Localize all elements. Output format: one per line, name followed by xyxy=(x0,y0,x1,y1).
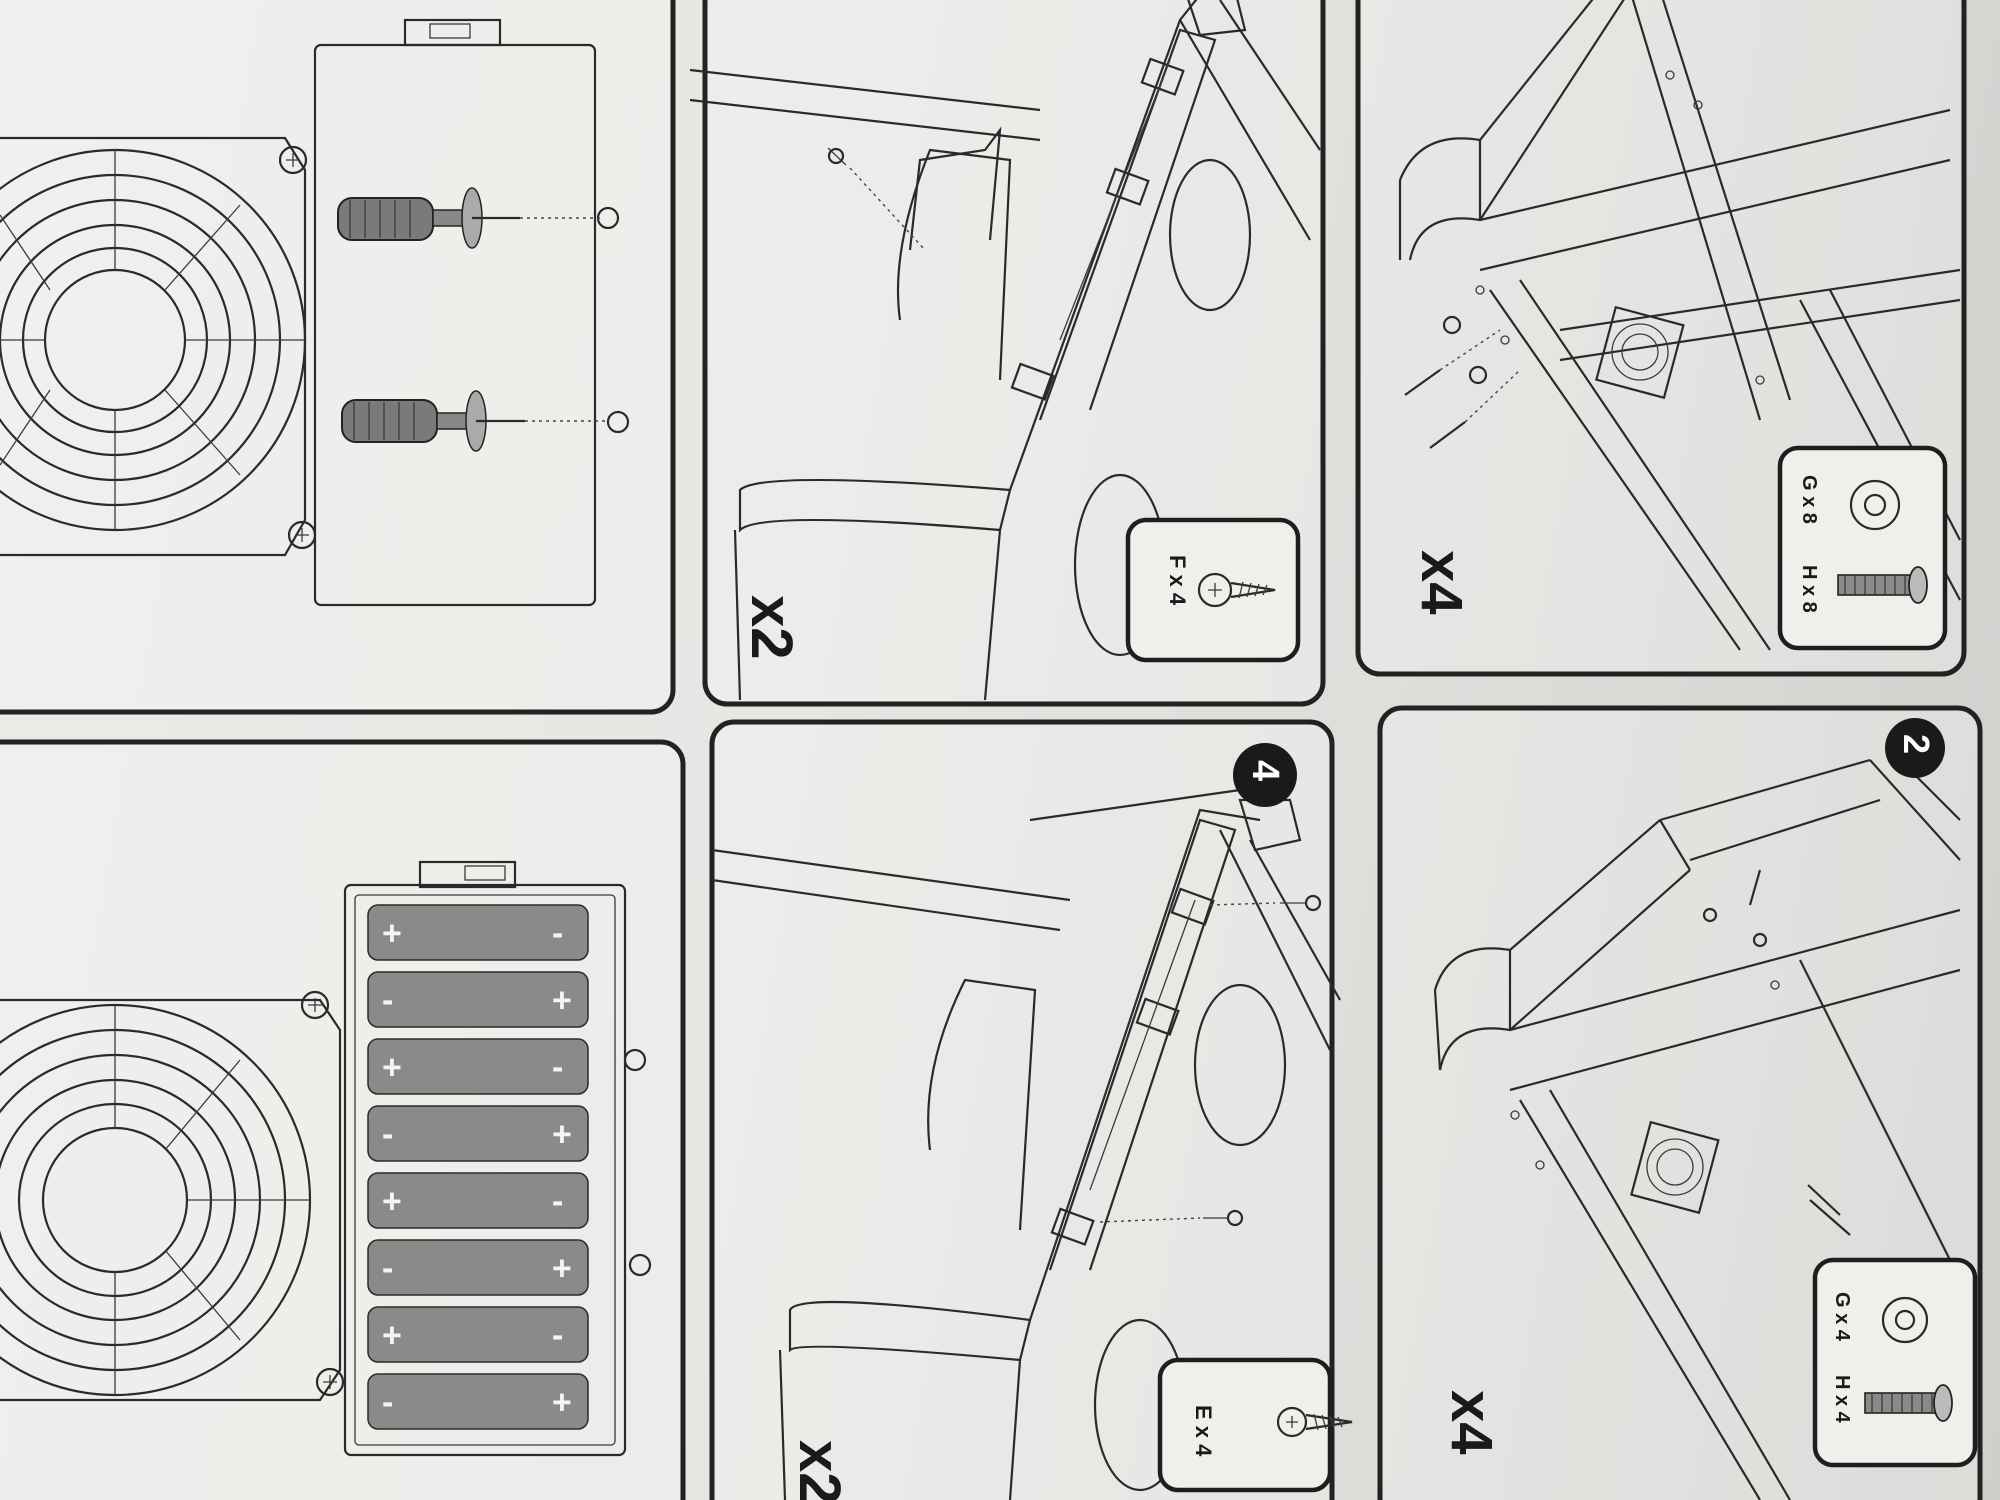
step-number-4: 4 xyxy=(1244,760,1286,781)
parts-qty-label-f: F x 4 xyxy=(1165,555,1190,606)
screwdriver-icon xyxy=(337,187,600,249)
parts-qty-label-h4: H x 4 xyxy=(1831,1375,1853,1424)
parts-box-gh-8 xyxy=(1777,445,1948,651)
step-number-badge-4 xyxy=(1233,743,1297,807)
parts-qty-label-g8: G x 8 xyxy=(1798,475,1820,524)
parts-qty-label-g4: G x 4 xyxy=(1831,1292,1853,1342)
battery-polarity-right: - xyxy=(552,1317,563,1355)
handle-illustration-e xyxy=(711,788,1341,1500)
battery xyxy=(367,971,589,1028)
step-number-2: 2 xyxy=(1896,734,1937,754)
fan-small-icon xyxy=(1595,305,1685,400)
multiplier-label-4: x4 xyxy=(1439,1390,1504,1455)
battery-polarity-right: + xyxy=(552,1384,572,1422)
battery-polarity-left: - xyxy=(382,1250,393,1288)
battery-set: + - - + + - - + + - - + + - - + xyxy=(367,904,589,1430)
battery xyxy=(367,1306,589,1363)
bolt-h-icon xyxy=(1864,1384,1953,1422)
panel-handle-e xyxy=(709,719,1335,1500)
battery xyxy=(367,1172,589,1229)
step-number-badge-2 xyxy=(1885,718,1945,778)
battery-polarity-right: + xyxy=(552,982,572,1020)
parts-box-e xyxy=(1157,1357,1333,1493)
screw-icon xyxy=(1209,894,1322,912)
battery-polarity-left: + xyxy=(382,1317,402,1355)
battery-polarity-left: - xyxy=(382,1116,393,1154)
parts-box-gh-4 xyxy=(1812,1257,1978,1468)
battery-polarity-right: + xyxy=(552,1116,572,1154)
battery-compartment xyxy=(343,860,652,1457)
panel-battery-cover xyxy=(0,0,676,715)
screw-icon xyxy=(1099,1209,1244,1227)
battery-polarity-right: - xyxy=(552,1049,563,1087)
battery-polarity-left: + xyxy=(382,915,402,953)
washer-g-icon xyxy=(1881,1296,1929,1344)
battery-polarity-left: + xyxy=(382,1049,402,1087)
parts-qty-label-h8: H x 8 xyxy=(1798,565,1820,613)
battery xyxy=(367,1373,589,1430)
screwdriver-icon xyxy=(341,390,608,452)
battery xyxy=(367,1038,589,1095)
screw-e-icon xyxy=(1276,1406,1353,1438)
handle-illustration-f xyxy=(689,0,1321,701)
battery xyxy=(367,904,589,961)
bolt-h-icon xyxy=(1837,566,1928,604)
battery-polarity-right: - xyxy=(552,1183,563,1221)
battery-polarity-right: - xyxy=(552,915,563,953)
fan-unit-bottom xyxy=(0,990,345,1402)
battery-polarity-left: + xyxy=(382,1183,402,1221)
battery-polarity-right: + xyxy=(552,1250,572,1288)
battery-polarity-left: - xyxy=(382,982,393,1020)
multiplier-label-f: x2 xyxy=(739,595,804,660)
fan-small-icon xyxy=(1630,1120,1720,1215)
multiplier-label-e: x2 xyxy=(787,1440,852,1500)
fan-unit-top xyxy=(0,136,317,557)
frame-illustration-8 xyxy=(1398,0,1961,651)
multiplier-label-8: x4 xyxy=(1409,550,1474,615)
washer-g-icon xyxy=(1849,479,1901,531)
screw-icon xyxy=(827,147,926,251)
battery xyxy=(367,1105,589,1162)
battery xyxy=(367,1239,589,1296)
screw-f-icon xyxy=(1197,572,1276,608)
battery-polarity-left: - xyxy=(382,1384,393,1422)
parts-qty-label-e: E x 4 xyxy=(1191,1405,1216,1457)
